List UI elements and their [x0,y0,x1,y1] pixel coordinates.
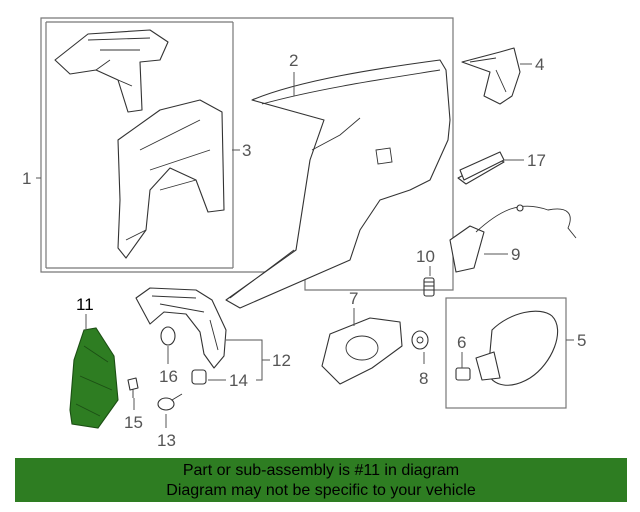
callout-14: 14 [229,371,248,390]
callout-12: 12 [272,351,291,370]
callout-5: 5 [577,331,586,350]
mud-guard-highlighted [69,327,119,429]
callout-4: 4 [535,55,544,74]
callout-6: 6 [457,333,466,352]
screw-13 [157,393,183,411]
clip-15 [127,377,139,398]
grommet-8 [411,330,429,350]
quarter-panel [225,59,451,309]
part-info-banner: Part or sub-assembly is #11 in diagram D… [15,458,627,502]
bolt-10 [423,277,435,297]
clip-16 [160,326,176,346]
fuel-door-release-cable [449,204,577,273]
assembly-frame [40,17,454,291]
quarter-bracket [461,47,521,105]
fuel-door-frame [445,297,567,409]
callout-15: 15 [124,413,143,432]
callout-17: 17 [527,151,546,170]
callout-3: 3 [242,141,251,160]
banner-line-part: Part or sub-assembly is #11 in diagram [182,462,460,479]
wheelhouse-liner [135,287,227,369]
wheelhouse-inner-panel [117,99,225,259]
reflector-strip [457,151,505,185]
fuel-door-bumper [455,367,471,381]
callout-7: 7 [349,289,358,308]
inner-panel-bracket [54,29,169,113]
callout-13: 13 [157,431,176,450]
exploded-parts-diagram: 1 2 3 4 5 6 7 8 9 10 11 12 13 14 15 16 1… [22,17,586,450]
callout-10: 10 [416,247,435,266]
callout-16: 16 [159,367,178,386]
fuel-filler-housing [321,317,403,385]
callout-9: 9 [511,245,520,264]
callout-8: 8 [419,369,428,388]
banner-line-disclaimer: Diagram may not be specific to your vehi… [166,482,476,499]
callout-1: 1 [22,169,31,188]
grommet-14 [191,369,207,385]
callout-11: 11 [76,295,94,314]
fuel-door [475,310,559,386]
callout-2: 2 [289,51,298,70]
leader-12 [226,339,270,381]
